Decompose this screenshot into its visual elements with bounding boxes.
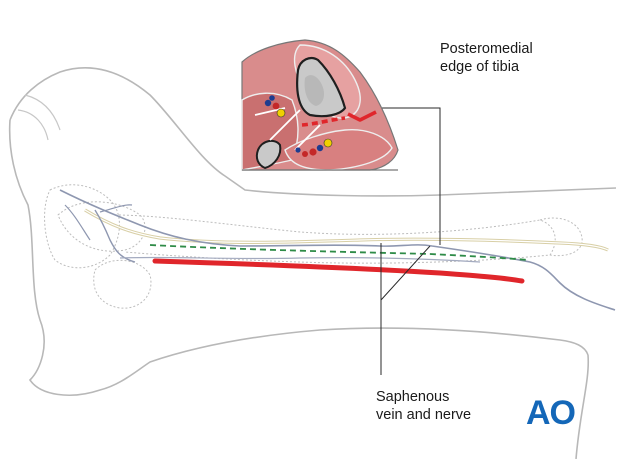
saphenous-nerve-core: [84, 209, 609, 251]
cross-section-incision-mark: [347, 110, 377, 122]
toe-lines: [17, 94, 61, 141]
vein-branch-lower: [119, 256, 481, 263]
saphenous-vein: [59, 189, 616, 311]
leg-upper-outline: [9, 67, 617, 197]
calf-lower-outline: [575, 354, 590, 459]
bone-dotted-outlines: [44, 184, 583, 309]
ao-logo-text: AO: [526, 394, 576, 432]
cross-section-incision-dashed: [301, 116, 346, 127]
foot-outline: [8, 119, 589, 396]
label-saphenous-line1: Saphenous: [376, 389, 450, 405]
fibula-bone: [255, 139, 282, 170]
incision-line: [152, 258, 525, 284]
muscle-compartment-deep: [284, 128, 393, 171]
saphenous-nerve: [84, 208, 609, 252]
leader-saphenous: [380, 243, 431, 375]
nerve-dashed-line: [149, 244, 529, 261]
vein-branch-foot: [64, 204, 133, 241]
cross-section-inset: [241, 39, 399, 171]
label-posteromedial-line1: Posteromedial: [440, 41, 533, 57]
label-posteromedial-line2: edge of tibia: [440, 59, 520, 75]
neurovascular-bundles: [264, 95, 333, 157]
ao-logo: AO: [526, 394, 582, 434]
label-saphenous-line2: vein and nerve: [376, 407, 472, 423]
tibia-marrow: [304, 75, 324, 106]
